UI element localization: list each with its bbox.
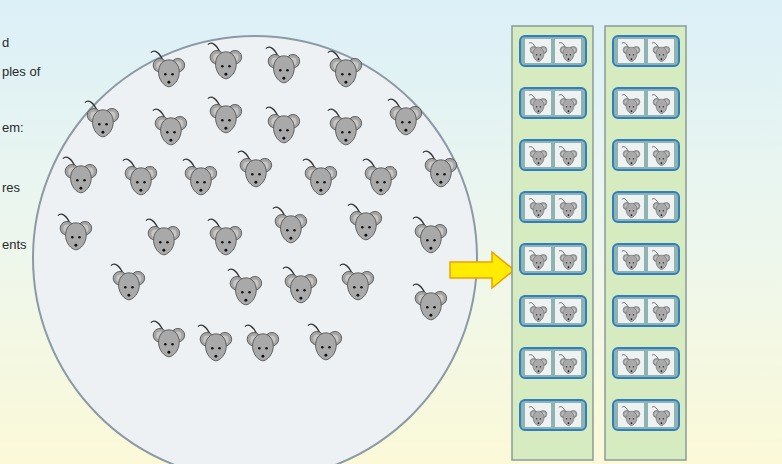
slide-text-fragment: d — [2, 35, 9, 51]
slide-text-fragment: res — [2, 180, 20, 196]
slide-text-fragment: em: — [2, 120, 24, 136]
slide-text-fragment: ples of — [2, 64, 40, 80]
slide-text-fragment: ents — [2, 237, 27, 253]
